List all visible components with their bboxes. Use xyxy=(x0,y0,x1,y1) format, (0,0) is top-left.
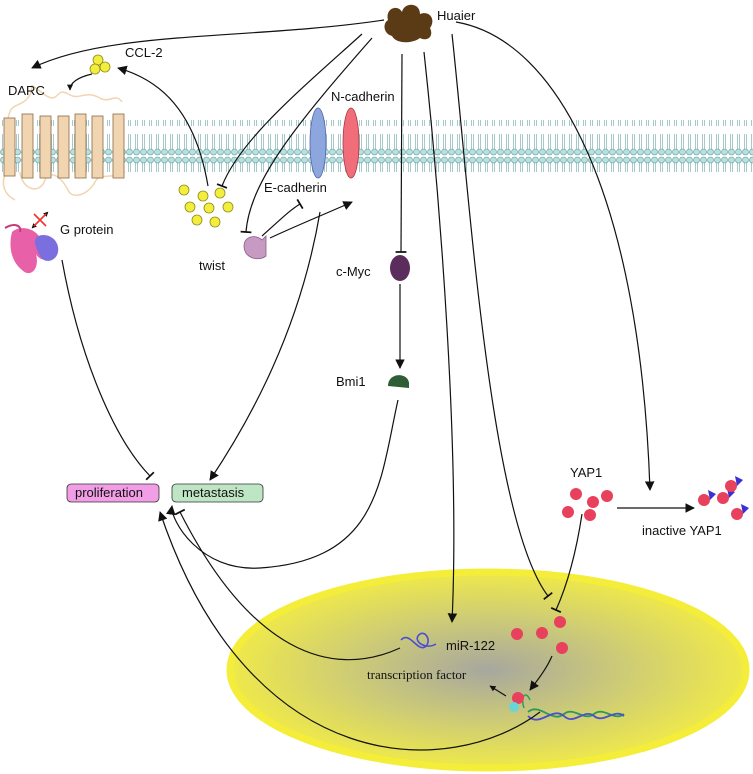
yap1-dots xyxy=(562,488,613,521)
huaier-icon xyxy=(384,4,433,43)
arrow-ccl2-secretion xyxy=(117,65,209,187)
arrow-bmi1-proliferation xyxy=(166,399,399,569)
transcription-factor-label: transcription factor xyxy=(367,667,467,682)
blocked-interaction-icon xyxy=(31,211,49,229)
huaier-label: Huaier xyxy=(437,8,476,23)
cell-membrane xyxy=(0,120,753,172)
arrow-n-cadherin-metastasis xyxy=(209,211,321,481)
bmi1-label: Bmi1 xyxy=(336,374,366,389)
bmi1-protein xyxy=(388,375,409,388)
inhibit-huaier-yap1 xyxy=(451,33,553,600)
mir122-rna-icon xyxy=(400,632,437,649)
proliferation-label: proliferation xyxy=(75,485,143,500)
inhibit-twist-e-cadherin xyxy=(261,198,304,237)
arrow-yap1-tf xyxy=(529,655,553,691)
arrow-huaier-mir122 xyxy=(423,51,458,623)
ccl2-label: CCL-2 xyxy=(125,45,163,60)
c-myc-protein xyxy=(390,255,410,281)
arrow-ccl2-darc xyxy=(67,73,93,91)
e-cadherin-protein xyxy=(309,107,327,179)
arrow-twist-n-cadherin xyxy=(269,201,353,239)
g-protein-label: G protein xyxy=(60,222,113,237)
ccl2-cluster xyxy=(178,184,234,228)
nuclear-yap1-dots xyxy=(511,616,568,654)
c-myc-label: c-Myc xyxy=(336,264,371,279)
twist-protein-icon xyxy=(243,235,267,260)
yap1-label: YAP1 xyxy=(570,465,602,480)
inactive-yap1-label: inactive YAP1 xyxy=(642,523,722,538)
g-protein-icon xyxy=(4,224,59,274)
darc-label: DARC xyxy=(8,83,45,98)
inactive-yap1-icon xyxy=(698,476,749,520)
twist-label: twist xyxy=(199,258,225,273)
inhibit-huaier-ccl2 xyxy=(216,33,363,189)
darc-receptor xyxy=(2,84,126,201)
e-cadherin-label: E-cadherin xyxy=(264,180,327,195)
dna-helix-icon xyxy=(509,692,625,721)
metastasis-label: metastasis xyxy=(182,485,245,500)
metastasis-box xyxy=(171,483,264,503)
inhibit-yap1-nucleus xyxy=(550,513,583,614)
inhibit-mir122-proliferation xyxy=(174,508,401,661)
inhibit-huaier-c-myc xyxy=(395,53,407,253)
arrow-huaier-darc xyxy=(31,19,385,69)
arrow-dna-proliferation xyxy=(158,511,541,751)
inhibit-darc-proliferation xyxy=(61,259,155,481)
inhibit-huaier-twist xyxy=(240,37,373,234)
nucleus xyxy=(226,568,750,772)
arrow-huaier-inactive-yap1 xyxy=(455,21,655,491)
mir122-label: miR-122 xyxy=(446,638,495,653)
n-cadherin-label: N-cadherin xyxy=(331,89,395,104)
proliferation-box xyxy=(66,483,160,503)
n-cadherin-protein xyxy=(342,107,360,179)
ccl2-dots xyxy=(89,54,111,75)
arrow-tf-label xyxy=(489,685,507,697)
